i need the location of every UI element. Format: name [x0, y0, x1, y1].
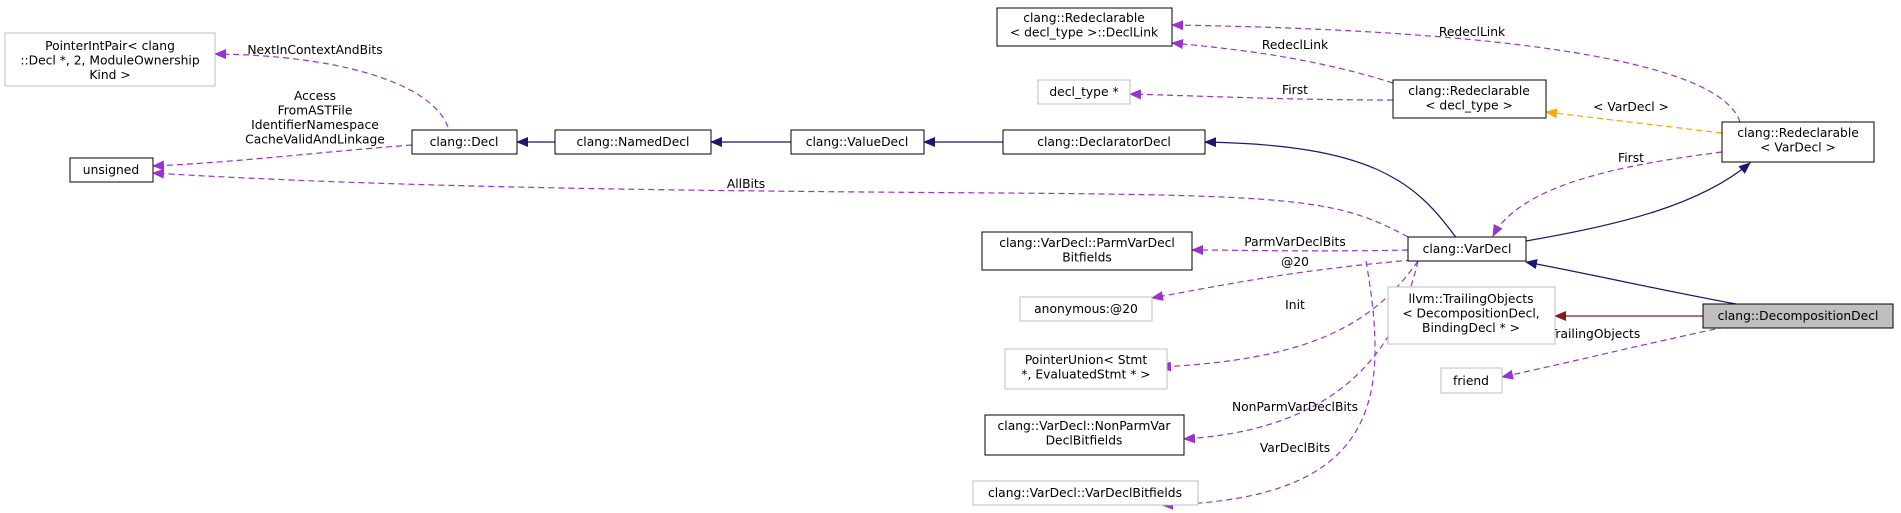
node-friend[interactable]: friend — [1440, 367, 1503, 394]
edge-line — [1171, 39, 1394, 84]
edge-template-vardecl: < VarDecl > — [1545, 100, 1723, 134]
svg-text:anonymous:@20: anonymous:@20 — [1034, 302, 1138, 316]
edge-vardecl-to-declaratordecl — [1204, 137, 1458, 240]
svg-text:friend: friend — [1453, 374, 1489, 388]
node-clang-declaratordecl[interactable]: clang::DeclaratorDecl — [1002, 129, 1206, 155]
node-decompositiondecl: clang::DecompositionDecl — [1702, 303, 1894, 329]
node-pointerintpair[interactable]: PointerIntPair< clang::Decl *, 2, Module… — [4, 32, 216, 87]
edge-line — [1159, 260, 1419, 372]
edge-label: RedeclLink — [1262, 38, 1329, 52]
node-unsigned[interactable]: unsigned — [69, 157, 154, 183]
edge-init: Init — [1159, 260, 1419, 372]
svg-text:clang::DecompositionDecl: clang::DecompositionDecl — [1718, 309, 1879, 323]
node-vardecl-bitfields[interactable]: clang::VarDecl::VarDeclBitfields — [972, 480, 1199, 506]
edge-label: NextInContextAndBits — [247, 43, 382, 57]
edge-label: First — [1282, 83, 1308, 97]
svg-text:PointerIntPair< clang::Decl *,: PointerIntPair< clang::Decl *, 2, Module… — [20, 39, 199, 82]
edge-label: NonParmVarDeclBits — [1232, 400, 1358, 414]
edge-vardeclbits: VarDeclBits — [1161, 260, 1376, 510]
edge-parmvardeclbits: ParmVarDeclBits — [1191, 235, 1409, 256]
edge-line — [1161, 260, 1376, 510]
svg-text:clang::DeclaratorDecl: clang::DeclaratorDecl — [1037, 135, 1171, 149]
node-pointerunion[interactable]: PointerUnion< Stmt*, EvaluatedStmt * > — [1004, 348, 1168, 390]
node-decl-type-pointer[interactable]: decl_type * — [1037, 79, 1131, 105]
node-clang-nameddecl[interactable]: clang::NamedDecl — [554, 129, 712, 155]
edge-label: VarDeclBits — [1260, 441, 1330, 455]
edge-label: < VarDecl > — [1593, 100, 1669, 114]
svg-text:clang::Redeclarable< decl_type: clang::Redeclarable< decl_type > — [1408, 84, 1530, 113]
edge-trailingobjects-friend: TrailingObjects — [1501, 326, 1726, 380]
svg-text:decl_type *: decl_type * — [1049, 85, 1118, 99]
edge-label: AllBits — [727, 177, 765, 191]
edge-line — [1492, 151, 1723, 237]
svg-text:clang::ValueDecl: clang::ValueDecl — [806, 135, 909, 149]
node-clang-vardecl[interactable]: clang::VarDecl — [1407, 236, 1527, 262]
svg-text:llvm::TrailingObjects< Decompo: llvm::TrailingObjects< DecompositionDecl… — [1402, 292, 1539, 335]
node-redeclarable-decllink[interactable]: clang::Redeclarable< decl_type >::DeclLi… — [996, 7, 1173, 47]
svg-text:PointerUnion< Stmt*, Evaluated: PointerUnion< Stmt*, EvaluatedStmt * > — [1021, 353, 1150, 382]
edge-line — [1191, 245, 1409, 256]
edge-line — [1501, 326, 1726, 380]
svg-text:clang::Redeclarable< decl_type: clang::Redeclarable< decl_type >::DeclLi… — [1010, 11, 1159, 40]
edge-allbits: AllBits — [152, 168, 1409, 238]
node-redeclarable-vardecl[interactable]: clang::Redeclarable< VarDecl > — [1721, 121, 1875, 163]
edge-nonparmvardeclbits: NonParmVarDeclBits — [1183, 260, 1419, 444]
edge-line — [1151, 259, 1413, 301]
node-trailingobjects[interactable]: llvm::TrailingObjects< DecompositionDecl… — [1387, 286, 1556, 345]
edge-label: Init — [1285, 298, 1305, 312]
edge-redecllink-vardecl: RedeclLink — [1171, 20, 1741, 123]
svg-text:clang::Redeclarable< VarDecl >: clang::Redeclarable< VarDecl > — [1737, 126, 1859, 155]
edge-first-decltype: First — [1129, 83, 1394, 101]
edge-line — [1183, 260, 1419, 444]
node-anonymous-20[interactable]: anonymous:@20 — [1019, 296, 1153, 322]
edge-label: RedeclLink — [1439, 25, 1506, 39]
edge-nextincontextandbits: NextInContextAndBits — [214, 43, 449, 128]
node-clang-decl[interactable]: clang::Decl — [411, 129, 518, 155]
node-redeclarable-decltype[interactable]: clang::Redeclarable< decl_type > — [1392, 79, 1547, 119]
edge-line — [1171, 20, 1741, 123]
edge-line — [152, 144, 413, 171]
svg-text:clang::VarDecl::VarDeclBitfiel: clang::VarDecl::VarDeclBitfields — [988, 486, 1182, 500]
svg-text:unsigned: unsigned — [83, 163, 139, 177]
edge-first-vardecl: First — [1492, 151, 1723, 237]
svg-text:clang::VarDecl: clang::VarDecl — [1423, 242, 1512, 256]
edge-line — [214, 49, 449, 128]
edge-line — [1129, 89, 1394, 101]
node-clang-valuedecl[interactable]: clang::ValueDecl — [790, 129, 925, 155]
edge-vardecl-to-redeclarable — [1525, 162, 1751, 242]
edge-line — [1545, 108, 1723, 134]
edge-redecllink-decltype: RedeclLink — [1171, 38, 1394, 84]
svg-text:clang::Decl: clang::Decl — [430, 135, 499, 149]
edge-label: First — [1618, 151, 1644, 165]
edge-at20: @20 — [1151, 255, 1413, 301]
edge-line — [152, 168, 1409, 238]
edge-label: @20 — [1281, 255, 1309, 269]
nodes-layer: PointerIntPair< clang::Decl *, 2, Module… — [4, 7, 1894, 506]
edge-label: ParmVarDeclBits — [1244, 235, 1346, 249]
edge-decomposition-to-vardecl — [1525, 259, 1737, 305]
edge-label: TrailingObjects — [1549, 327, 1641, 341]
svg-text:clang::NamedDecl: clang::NamedDecl — [577, 135, 690, 149]
